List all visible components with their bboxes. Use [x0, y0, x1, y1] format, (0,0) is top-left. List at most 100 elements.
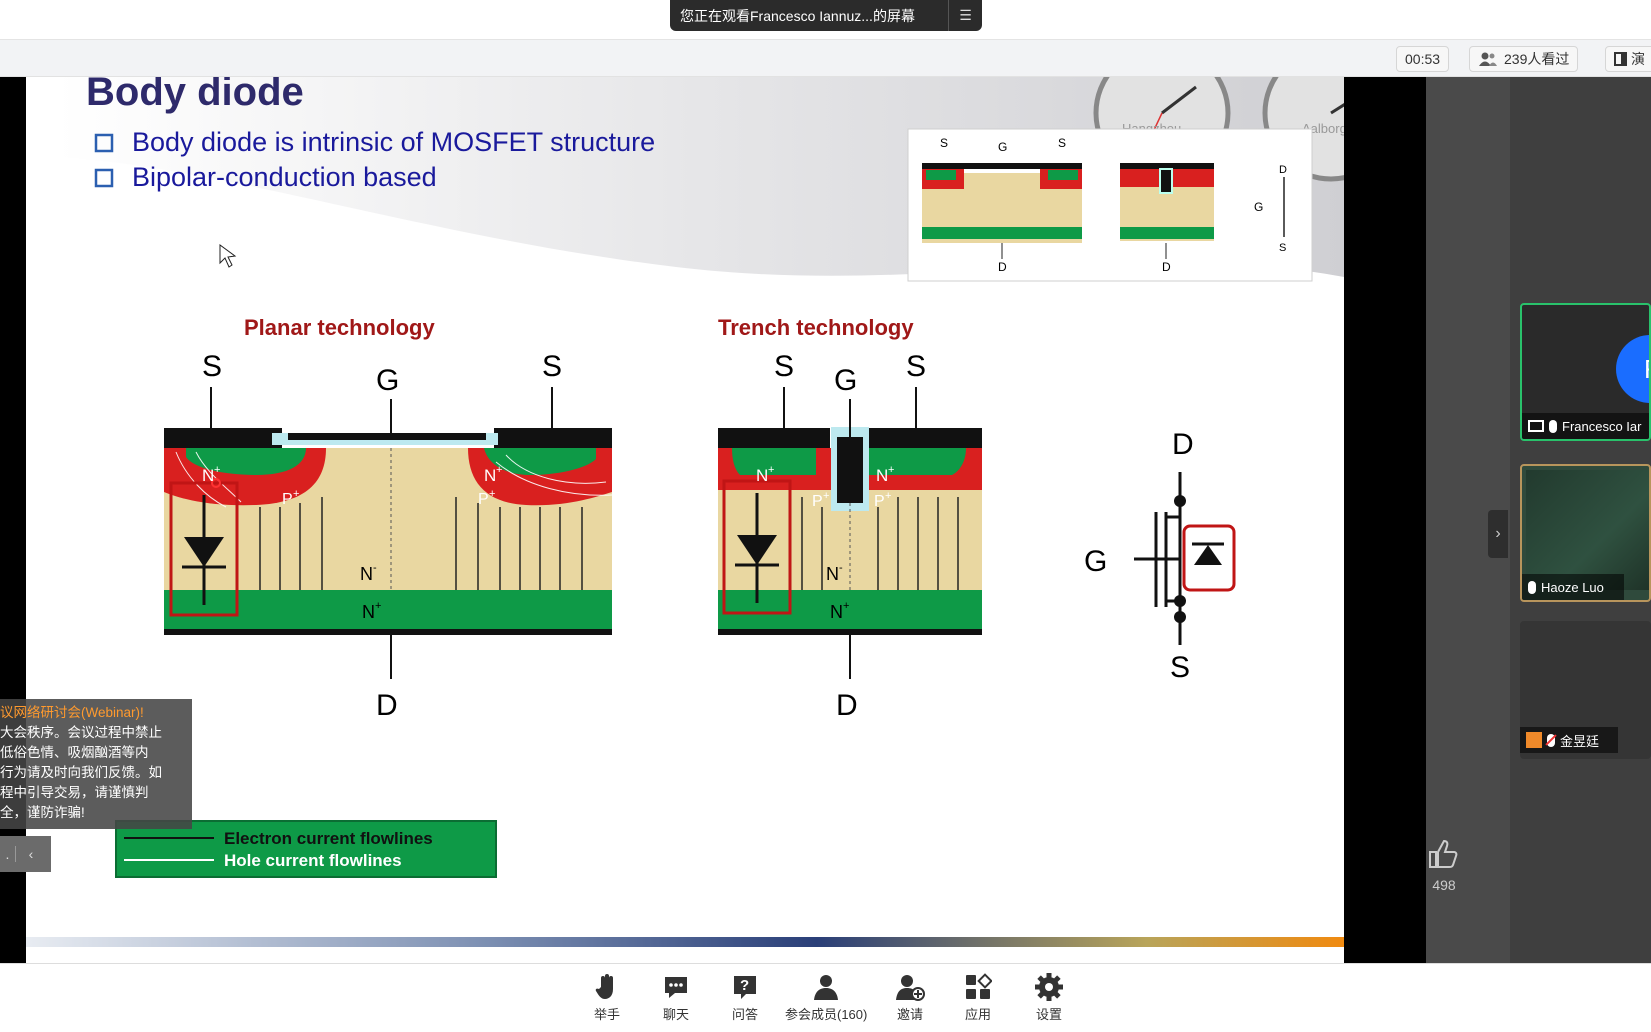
planar-n-minus: N — [360, 564, 373, 584]
meeting-timer: 00:53 — [1396, 46, 1450, 72]
toolbar-label: 应用 — [964, 1007, 991, 1022]
like-counter[interactable]: 498 — [1420, 838, 1468, 893]
toolbar-label: 聊天 — [662, 1007, 689, 1022]
microphone-icon — [1549, 419, 1557, 433]
symbol-g: G — [1084, 545, 1107, 578]
participant-tile[interactable]: F Francesco Iar — [1520, 303, 1651, 441]
trench-n-plus-right: N — [876, 466, 888, 485]
trench-n-minus: N — [826, 564, 839, 584]
toolbar-label: 参会成员(160) — [785, 1007, 868, 1022]
planar-heading: Planar technology — [244, 315, 435, 340]
svg-text:?: ? — [740, 977, 749, 994]
timer-text: 00:53 — [1405, 51, 1441, 67]
trench-d: D — [836, 689, 858, 722]
notice-controls: . ‹ — [0, 836, 51, 872]
settings-button[interactable]: 设置 — [1034, 970, 1064, 1023]
notice-line: 全，谨防诈骗! — [0, 805, 85, 820]
video-feed — [1526, 470, 1649, 590]
planar-n-plus-right: N — [484, 466, 496, 485]
legend-hole: Hole current flowlines — [224, 851, 402, 870]
trench-p-plus-right: P — [874, 493, 885, 510]
members-icon — [814, 975, 839, 1000]
trench-s-right: S — [906, 350, 926, 383]
trench-n-plus-sub: N — [830, 602, 843, 622]
planar-s-left: S — [202, 350, 222, 383]
chevron-left-icon[interactable]: ‹ — [28, 846, 34, 862]
inset-d-label: D — [998, 260, 1007, 274]
webinar-notice: 议网络研讨会(Webinar)! 大会秩序。会议过程中禁止 低俗色情、吸烟酗酒等… — [0, 699, 192, 829]
trench-sup: + — [888, 464, 894, 476]
like-count: 498 — [1432, 877, 1456, 893]
inset-s-label: S — [940, 136, 948, 150]
flowline-legend: Electron current flowlines Hole current … — [115, 820, 497, 878]
planar-sup: + — [489, 488, 495, 500]
participant-tile[interactable]: Haoze Luo — [1520, 464, 1651, 602]
members-button[interactable]: 参会成员(160) — [785, 970, 867, 1023]
inset-figure: D D S G S G D S — [907, 128, 1313, 282]
bullet-box — [94, 168, 114, 188]
trench-n-plus-left: N — [756, 466, 768, 485]
inset-s-label: S — [1279, 242, 1286, 254]
inset-s-label: S — [1058, 136, 1066, 150]
notice-ctrl-text: . — [0, 846, 16, 862]
toolbar-label: 问答 — [731, 1007, 758, 1022]
chat-icon — [665, 977, 687, 998]
settings-icon — [1035, 973, 1063, 1001]
shared-slide: Body diode Body diode is intrinsic of MO… — [26, 77, 1344, 963]
screen-share-banner: 您正在观看Francesco Iannuz...的屏幕 ☰ — [670, 0, 982, 31]
bullet-2: Bipolar-conduction based — [132, 162, 437, 192]
raise-hand-button[interactable]: 举手 — [594, 970, 620, 1023]
planar-g: G — [376, 364, 399, 397]
planar-d: D — [376, 689, 398, 722]
participant-name: Francesco Iar — [1562, 418, 1642, 434]
top-bar: 您正在观看Francesco Iannuz...的屏幕 ☰ — [0, 0, 1651, 40]
planar-sup: + — [496, 464, 502, 476]
trench-heading: Trench technology — [718, 315, 914, 340]
collapse-panel-button[interactable]: › — [1488, 510, 1508, 558]
invite-button[interactable]: 邀请 — [895, 970, 925, 1023]
trench-sup: + — [843, 600, 849, 612]
participant-namebar: 金昱廷 — [1520, 727, 1618, 753]
trench-sup: + — [768, 464, 774, 476]
viewers-count[interactable]: 239人看过 — [1469, 46, 1579, 72]
chevron-right-icon: › — [1495, 525, 1501, 542]
inset-d-label: D — [1279, 164, 1287, 176]
planar-s-right: S — [542, 350, 562, 383]
chat-button[interactable]: 聊天 — [662, 970, 690, 1023]
trench-s-left: S — [774, 350, 794, 383]
bottom-toolbar: 举手 聊天 ? 问答 参会成员(160) 邀请 应用 设置 — [0, 963, 1651, 1032]
notice-line: 大会秩序。会议过程中禁止 — [0, 725, 162, 740]
stage-right-margin — [1344, 77, 1426, 963]
avatar: F — [1616, 335, 1649, 403]
qa-button[interactable]: ? 问答 — [731, 970, 759, 1023]
user-icon — [1526, 732, 1542, 748]
planar-n-plus-left: N — [202, 466, 214, 485]
bullet-box — [94, 133, 114, 153]
trench-sup: - — [839, 562, 843, 574]
qa-icon: ? — [734, 976, 756, 999]
trench-p-plus-left: P — [812, 493, 823, 510]
presentation-button-label: 演 — [1631, 51, 1645, 67]
planar-sup: - — [373, 562, 377, 574]
presentation-button[interactable]: 演 — [1605, 46, 1651, 72]
apps-icon — [966, 973, 992, 999]
layout-icon — [1614, 52, 1627, 66]
mosfet-symbol — [1134, 472, 1182, 645]
participant-name: 金昱廷 — [1560, 733, 1600, 749]
avatar-letter: F — [1644, 354, 1649, 385]
planar-n-plus-sub: N — [362, 602, 375, 622]
inset-g-label: G — [998, 140, 1007, 154]
planar-p-plus-right: P — [478, 491, 489, 508]
slide-footer-bar — [26, 937, 1344, 947]
slide-canvas: Body diode Body diode is intrinsic of MO… — [26, 77, 1344, 947]
list-icon[interactable]: ☰ — [948, 0, 982, 31]
symbol-d: D — [1172, 428, 1194, 461]
participant-tile[interactable]: 金昱廷 — [1520, 621, 1651, 759]
junction-dot — [1174, 611, 1186, 623]
notice-line: 程中引导交易，请谨慎判 — [0, 785, 149, 800]
apps-button[interactable]: 应用 — [964, 970, 992, 1023]
raise-hand-icon — [595, 974, 613, 999]
inset-d-label: D — [1162, 260, 1171, 274]
planar-p-plus-left: P — [282, 491, 293, 508]
notice-line: 低俗色情、吸烟酗酒等内 — [0, 745, 149, 760]
